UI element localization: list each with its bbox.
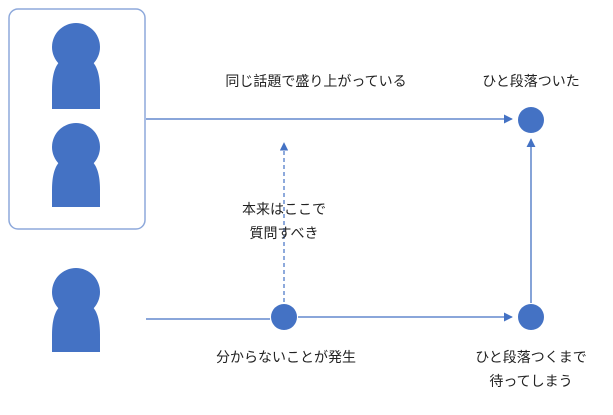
group-talk-label: 同じ話題で盛り上がっている (225, 74, 407, 90)
group-box (8, 8, 146, 230)
person-icon (52, 268, 100, 352)
should-ask-label: 本来はここで 質問すべき (242, 202, 326, 242)
confusion-label: 分からないことが発生 (216, 350, 356, 366)
settled-node (518, 107, 544, 133)
waiting-label: ひと段落つくまで 待ってしまう (475, 350, 587, 390)
person-icon (52, 23, 100, 109)
settled-label: ひと段落ついた (482, 74, 580, 90)
wait-node (518, 304, 544, 330)
person-icon (52, 123, 100, 207)
question-node (271, 304, 297, 330)
